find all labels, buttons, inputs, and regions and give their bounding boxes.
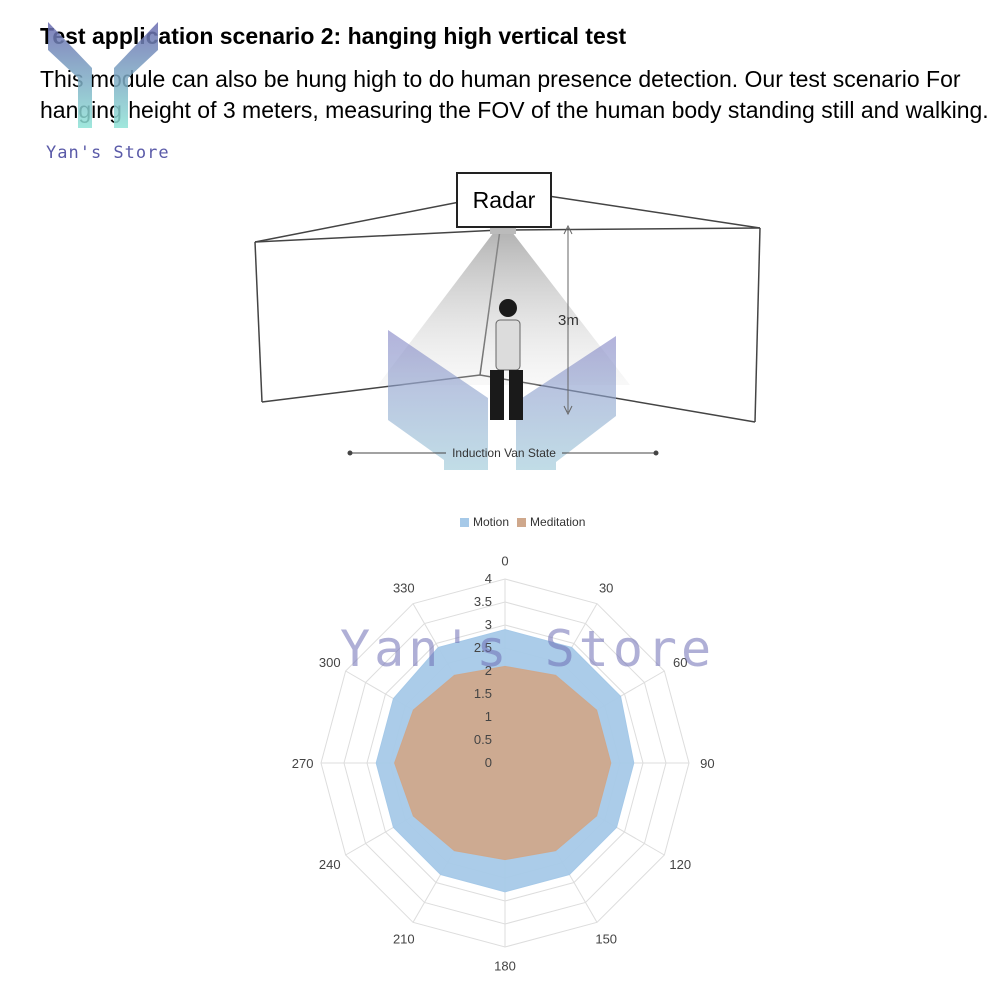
radial-tick-label: 4	[485, 571, 492, 586]
range-label: Induction Van State	[452, 446, 556, 460]
radial-tick-label: 2.5	[474, 640, 492, 655]
legend-swatch-motion	[460, 518, 469, 527]
height-label: 3m	[558, 312, 579, 329]
watermark-arrow-overlay	[388, 330, 616, 470]
angle-label: 0	[501, 554, 508, 569]
logo-watermark-text: Yan's Store	[46, 143, 170, 163]
radial-tick-label: 3	[485, 617, 492, 632]
person-figure	[490, 299, 523, 420]
angle-label: 270	[292, 756, 314, 771]
radar-device	[490, 226, 516, 234]
angle-label: 90	[700, 756, 714, 771]
angle-label: 60	[673, 655, 687, 670]
store-logo-icon	[48, 22, 158, 128]
angle-label: 240	[319, 857, 341, 872]
angle-label: 180	[494, 958, 516, 973]
legend-item-motion: Motion	[460, 515, 509, 529]
angle-label: 210	[393, 931, 415, 946]
radial-tick-label: 1.5	[474, 686, 492, 701]
angle-label: 330	[393, 581, 415, 596]
description-paragraph: This module can also be hung high to do …	[40, 66, 989, 123]
height-indicator	[563, 224, 573, 416]
radar-label-box: Radar	[456, 172, 552, 228]
range-indicator	[347, 450, 659, 456]
chart-legend: Motion Meditation	[460, 515, 585, 529]
legend-swatch-meditation	[517, 518, 527, 527]
radial-tick-label: 0.5	[474, 732, 492, 747]
radial-tick-label: 2	[485, 663, 492, 678]
series-area-meditation	[394, 665, 612, 861]
angle-label: 120	[669, 857, 691, 872]
angle-label: 150	[595, 931, 617, 946]
angle-label: 300	[319, 655, 341, 670]
angle-label: 30	[599, 581, 613, 596]
radial-tick-label: 1	[485, 709, 492, 724]
legend-item-meditation: Meditation	[517, 515, 585, 529]
radial-tick-label: 0	[485, 755, 492, 770]
radial-tick-label: 3.5	[474, 594, 492, 609]
